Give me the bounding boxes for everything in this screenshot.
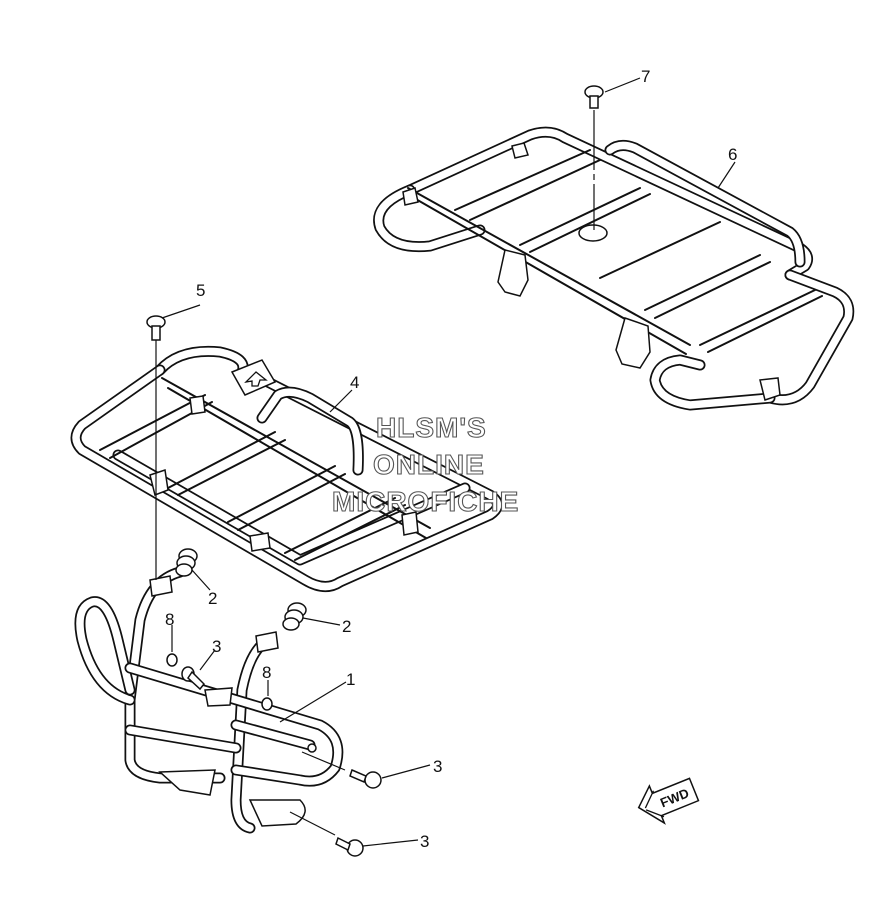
callout-6: 6 [728, 145, 737, 164]
callout-3c: 3 [420, 832, 429, 851]
watermark: HLSM'S ONLINE MICROFICHE [331, 411, 519, 517]
bolt-3-lower [335, 836, 364, 857]
grommet-a [175, 548, 198, 577]
grommet-b [282, 602, 307, 631]
bolt-5 [146, 315, 166, 341]
watermark-line-2: ONLINE [373, 449, 485, 480]
watermark-line-1: HLSM'S [376, 412, 487, 443]
bolt-8-upper [166, 653, 178, 667]
leader-lines [155, 77, 736, 847]
callout-4: 4 [350, 373, 359, 392]
callout-7: 7 [641, 67, 650, 86]
callout-2a: 2 [208, 589, 217, 608]
callout-2b: 2 [342, 617, 351, 636]
bolt-7 [584, 85, 604, 109]
callout-8a: 8 [165, 610, 174, 629]
callout-3b: 3 [433, 757, 442, 776]
callout-8b: 8 [262, 663, 271, 682]
front-carrier [70, 345, 503, 592]
bolt-8-lower [261, 697, 273, 711]
callout-3a: 3 [212, 637, 221, 656]
callout-1: 1 [346, 670, 355, 689]
callout-5: 5 [196, 281, 205, 300]
rear-carrier [373, 126, 855, 411]
watermark-line-3: MICROFICHE [332, 486, 519, 517]
bolt-3-middle [349, 768, 382, 789]
bolt-3-upper [181, 666, 206, 691]
fwd-direction-arrow: FWD [637, 777, 700, 825]
front-guard [74, 566, 344, 834]
